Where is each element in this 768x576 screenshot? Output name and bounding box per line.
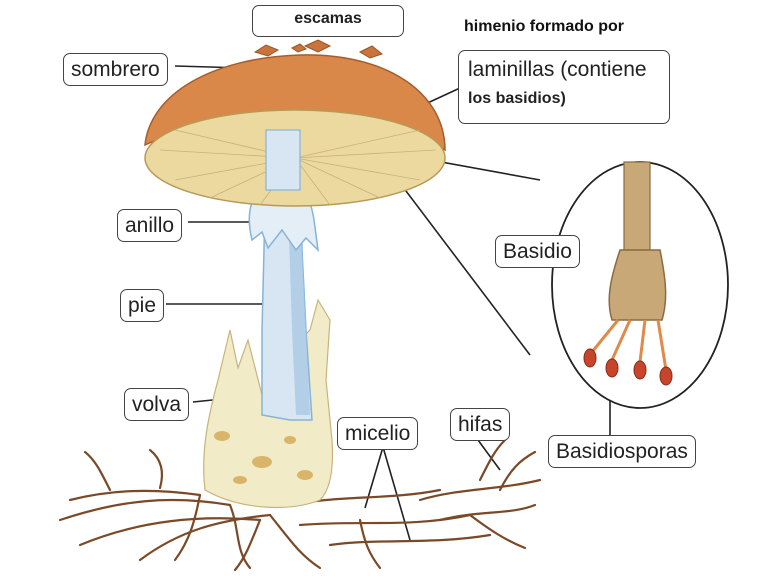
hypha-stalk xyxy=(624,162,650,250)
label-hifas: hifas xyxy=(450,408,510,441)
leader-micelio-2 xyxy=(383,447,410,540)
label-sombrero: sombrero xyxy=(63,53,168,86)
label-basidiosporas: Basidiosporas xyxy=(548,435,696,468)
label-basidio: Basidio xyxy=(495,235,580,268)
label-volva: volva xyxy=(124,388,189,421)
label-escamas: escamas xyxy=(252,5,404,37)
laminillas-line1: laminillas (contiene xyxy=(468,58,647,81)
leader-micelio-1 xyxy=(365,447,383,508)
basidium-cell xyxy=(609,250,665,320)
label-pie: pie xyxy=(120,289,164,322)
stem-top xyxy=(266,130,300,190)
label-anillo: anillo xyxy=(117,209,182,242)
label-laminillas: laminillas (contiene los basidios) xyxy=(458,50,670,124)
laminillas-line2: los basidios) xyxy=(468,89,660,109)
label-micelio: micelio xyxy=(337,417,418,450)
leader-hifas xyxy=(478,440,500,470)
label-himenio-title: himenio formado por xyxy=(464,18,624,36)
